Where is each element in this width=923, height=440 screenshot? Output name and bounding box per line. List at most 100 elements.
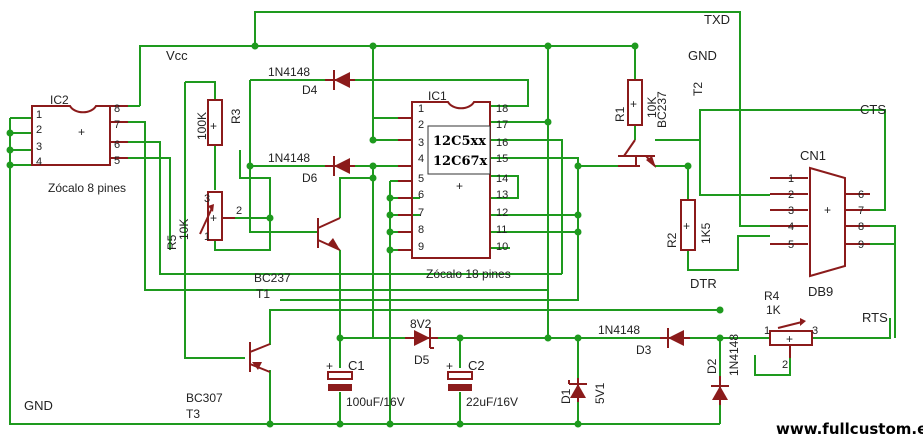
gnd-rail-bottom <box>9 118 720 425</box>
d4-cathode-wire <box>355 79 374 140</box>
resistor-r1: + R1 10K <box>613 79 659 126</box>
vcc2-to-t3-base <box>184 82 245 359</box>
ic1-part-1: 12C5xx <box>433 134 486 149</box>
c2-plus: + <box>446 359 453 373</box>
d2-ref: D2 <box>705 358 719 374</box>
diode-d1-zener: D1 5V1 <box>559 378 607 404</box>
ic1-pin-3: 3 <box>418 137 424 149</box>
d2-part: 1N4148 <box>727 334 741 376</box>
net-gnd-left: GND <box>24 398 53 413</box>
wires <box>9 11 896 425</box>
cn1-pin-2: 2 <box>788 189 794 201</box>
d1-part: 5V1 <box>593 382 607 404</box>
cn1-right-leads <box>845 193 870 245</box>
ic1-pin-2: 2 <box>418 119 424 131</box>
ic2-pin6-wire <box>128 141 562 275</box>
cn1-pin-9: 9 <box>858 239 864 251</box>
ic1-pin-8: 8 <box>418 224 424 236</box>
ic1-left-leads <box>398 117 412 251</box>
r5-pin-3: 3 <box>204 193 210 205</box>
ic1-pin-15: 15 <box>496 153 508 165</box>
r5-pin-1: 1 <box>204 231 210 243</box>
ic2-pin-7: 7 <box>114 119 120 131</box>
ic1-pin-11: 11 <box>496 224 507 236</box>
net-labels: TXD GND Vcc CTS DTR RTS GND <box>24 12 888 413</box>
r5-ref: R5 <box>165 234 179 250</box>
r5-value: 10K <box>177 219 191 240</box>
cn1-pin-3: 3 <box>788 205 794 217</box>
ic1-pin18-wire <box>373 79 529 107</box>
ic1-pin-13: 13 <box>496 189 508 201</box>
net-txd: TXD <box>704 12 730 27</box>
potentiometer-r4: + 1 2 3 R4 1K <box>764 289 818 371</box>
d3-ref: D3 <box>636 343 652 357</box>
cn1-pin-8: 8 <box>858 221 864 233</box>
r4-ref: R4 <box>764 289 780 303</box>
r4-wiper-wire <box>754 355 791 376</box>
d6-ref: D6 <box>302 171 318 185</box>
diode-d4: 1N4148 D4 <box>268 65 355 97</box>
d5-ref: D5 <box>414 353 430 367</box>
cn1-desc: DB9 <box>808 284 833 299</box>
t2-emitter-wire <box>655 165 689 200</box>
r3-plus: + <box>210 119 217 133</box>
diode-d2: D2 1N4148 <box>705 334 741 405</box>
ic1-pin2-3-wire <box>373 117 398 141</box>
cn1-pin-5: 5 <box>788 239 794 251</box>
net-gnd-top: GND <box>688 48 717 63</box>
transistor-t3: BC307 T3 <box>186 342 271 421</box>
t1-collector-wire <box>339 177 373 218</box>
resistor-r3: + 100K R3 <box>195 99 243 146</box>
c1-plus: + <box>326 359 333 373</box>
ic1-pin-16: 16 <box>496 137 508 149</box>
d5-part: 8V2 <box>410 317 432 331</box>
r4-value: 1K <box>766 303 781 317</box>
ic1-pin-4: 4 <box>418 153 424 165</box>
cn1-pin-6: 6 <box>858 189 864 201</box>
pot-wiper-wire <box>239 150 271 218</box>
cn1-left-leads <box>770 177 808 245</box>
ic2-body <box>31 105 111 166</box>
vcc-rail-top <box>139 45 548 106</box>
ic1-pin-7: 7 <box>418 207 424 219</box>
d4-part: 1N4148 <box>268 65 310 79</box>
r1-value: 10K <box>645 97 659 118</box>
r4-plus: + <box>786 332 793 346</box>
diode-d6: 1N4148 D6 <box>268 151 355 185</box>
r2-ref: R2 <box>665 232 679 248</box>
ic1-pin-5: 5 <box>418 173 424 185</box>
r2-plus: + <box>683 219 690 233</box>
ic2-pin5-wire <box>128 157 171 250</box>
ic1-pin-17: 17 <box>496 119 508 131</box>
ic1-body <box>411 101 491 259</box>
t2-collector-to-cts <box>655 139 770 196</box>
ic2-pin7-wire <box>128 121 548 291</box>
vcc-to-r1-wire <box>548 45 636 80</box>
r1-plus: + <box>630 97 637 111</box>
ic2-desc: Zócalo 8 pines <box>48 181 126 195</box>
ic1-pin-12: 12 <box>496 207 508 219</box>
r3-value: 100K <box>195 112 209 140</box>
r5-bottom-wire <box>214 217 271 251</box>
r4-pin-3: 3 <box>812 325 818 337</box>
ic1-pin-9: 9 <box>418 241 424 253</box>
txd-wire <box>254 11 770 227</box>
ic2-plus: + <box>78 125 85 139</box>
c1-value: 100uF/16V <box>346 395 405 409</box>
d6-part: 1N4148 <box>268 151 310 165</box>
r3-top-wire <box>185 81 216 100</box>
ic2-pin-3: 3 <box>36 141 42 153</box>
ic1-pin16-wire <box>490 139 563 274</box>
cn1: CN1 + 1 2 3 4 5 6 7 8 9 DB9 <box>770 148 870 299</box>
r4-pin-1: 1 <box>764 325 770 337</box>
ic2-pin-2: 2 <box>36 124 42 136</box>
t2-ref: T2 <box>691 82 705 96</box>
c2-value: 22uF/16V <box>466 395 518 409</box>
d1-ref: D1 <box>559 388 573 404</box>
cn1-pin-7: 7 <box>858 205 864 217</box>
r1-ref: R1 <box>613 106 627 122</box>
ic2-pin-1: 1 <box>36 109 42 121</box>
watermark: www.fullcustom.es <box>776 420 923 438</box>
transistor-t2: BC237 T2 <box>618 82 705 168</box>
